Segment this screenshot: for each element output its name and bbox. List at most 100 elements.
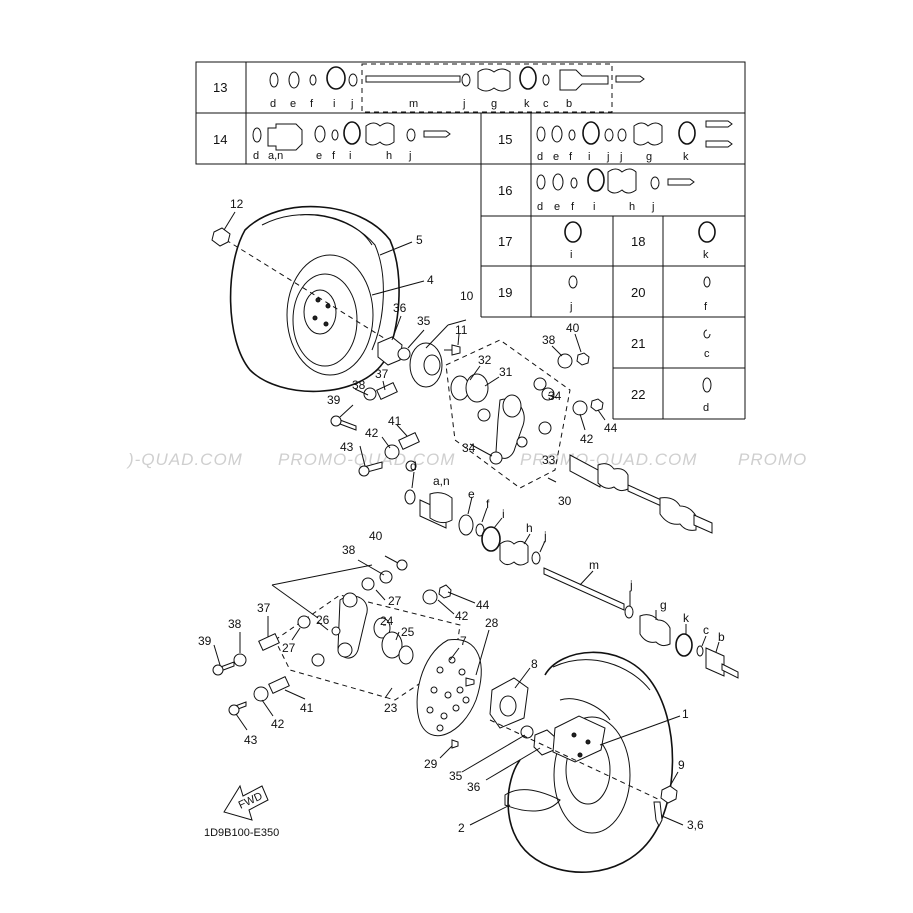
- callout-34a: 34: [548, 389, 562, 403]
- callout-7: 7: [460, 634, 467, 648]
- row13-label-f: f: [310, 98, 314, 110]
- row17-label: i: [570, 249, 572, 261]
- lower-wheel: [504, 651, 674, 873]
- upper-drive-shaft: [569, 454, 713, 534]
- callout-29: 29: [424, 757, 438, 771]
- row15-label-j: j: [606, 151, 609, 163]
- callout-c: c: [703, 623, 709, 637]
- callout-5: 5: [416, 233, 423, 247]
- row14-label-d: d: [253, 150, 259, 162]
- nut-40a: [576, 352, 590, 366]
- row15-number: 15: [498, 132, 512, 147]
- row14-label-f: f: [332, 150, 336, 162]
- callout-39b: 39: [198, 634, 212, 648]
- callout-d: d: [410, 459, 417, 473]
- row19-part: [568, 275, 578, 289]
- leader-lines: [213, 211, 720, 826]
- upper-hub-assembly: [377, 319, 467, 388]
- lower-axle-line: [489, 719, 661, 801]
- callout-26: 26: [316, 613, 330, 627]
- row13-label-j2: j: [462, 98, 465, 110]
- callout-35b: 35: [449, 769, 463, 783]
- callout-37b: 37: [257, 601, 271, 615]
- callout-27b: 27: [282, 641, 296, 655]
- nut-9: [660, 785, 678, 804]
- callout-38b: 38: [352, 378, 366, 392]
- callout-b: b: [718, 630, 725, 644]
- callout-27a: 27: [388, 594, 402, 608]
- row15-label-f: f: [569, 151, 573, 163]
- row13-label-c: c: [543, 98, 549, 110]
- row14-label-j: j: [408, 150, 411, 162]
- row19-number: 19: [498, 285, 512, 300]
- row13-label-b: b: [566, 98, 572, 110]
- callout-11: 11: [455, 323, 468, 337]
- parts-table: 13 d e f i j m j g k c b 14: [195, 61, 746, 420]
- callout-43a: 43: [340, 440, 354, 454]
- upper-wheel: [229, 205, 400, 393]
- row14-label-e: e: [316, 150, 322, 162]
- washer-38a: [557, 353, 573, 369]
- callout-39a: 39: [327, 393, 341, 407]
- callout-38d: 38: [228, 617, 242, 631]
- watermark-left: )-QUAD.COM: [126, 450, 243, 469]
- row16-label-h: h: [629, 201, 635, 213]
- upper-knuckle-box: [445, 339, 571, 489]
- row15-label-e: e: [553, 151, 559, 163]
- callout-33: 33: [542, 453, 556, 467]
- bolt-29: [451, 739, 459, 749]
- callout-42c: 42: [455, 609, 469, 623]
- callout-40b: 40: [369, 529, 383, 543]
- callout-42b: 42: [580, 432, 594, 446]
- row16-label-f: f: [571, 201, 575, 213]
- row16-label-d: d: [537, 201, 543, 213]
- watermark-right: PROMO: [738, 450, 807, 469]
- row15-label-j2: j: [619, 151, 622, 163]
- upper-bushing-stack: [330, 382, 420, 505]
- row16-number: 16: [498, 183, 512, 198]
- callout-38c: 38: [342, 543, 356, 557]
- brake-disc: [416, 638, 482, 737]
- callout-40a: 40: [566, 321, 580, 335]
- row18-part: [698, 221, 716, 243]
- lower-bushing-stack: [212, 633, 290, 716]
- bolt-28: [465, 677, 475, 687]
- row13-label-i: i: [333, 98, 335, 110]
- callout-42a: 42: [365, 426, 379, 440]
- lower-guide-line-a: [271, 564, 373, 586]
- callout-37a: 37: [375, 367, 389, 381]
- callout-j2: j: [629, 578, 633, 592]
- callout-35a: 35: [417, 314, 431, 328]
- callout-j: j: [543, 529, 547, 543]
- row18-number: 18: [631, 234, 645, 249]
- callout-i: i: [502, 507, 505, 521]
- row15-parts: [536, 120, 733, 148]
- callout-41a: 41: [388, 414, 402, 428]
- part-code: 1D9B100-E350: [204, 827, 279, 839]
- callout-25: 25: [401, 625, 415, 639]
- row13-label-e: e: [290, 98, 296, 110]
- callout-2: 2: [458, 821, 465, 835]
- lower-hub: [489, 677, 557, 756]
- row21-part: [703, 329, 711, 339]
- washer-42c: [422, 589, 438, 605]
- row14-label-h: h: [386, 150, 392, 162]
- callout-31: 31: [499, 365, 513, 379]
- nut-44a: [590, 398, 604, 412]
- nut-40b: [396, 559, 408, 571]
- callout-an: a,n: [433, 474, 450, 488]
- callout-m: m: [589, 558, 599, 572]
- callout-32: 32: [478, 353, 492, 367]
- middle-shaft-exploded: [419, 492, 739, 679]
- row22-label: d: [703, 402, 709, 414]
- callout-42d: 42: [271, 717, 285, 731]
- row22-part: [702, 377, 712, 393]
- row22-number: 22: [631, 387, 645, 402]
- callout-44a: 44: [604, 421, 618, 435]
- callout-f: f: [486, 497, 490, 511]
- row15-label-i: i: [588, 151, 590, 163]
- callout-28: 28: [485, 616, 499, 630]
- row14-label-i: i: [349, 150, 351, 162]
- callout-38a: 38: [542, 333, 556, 347]
